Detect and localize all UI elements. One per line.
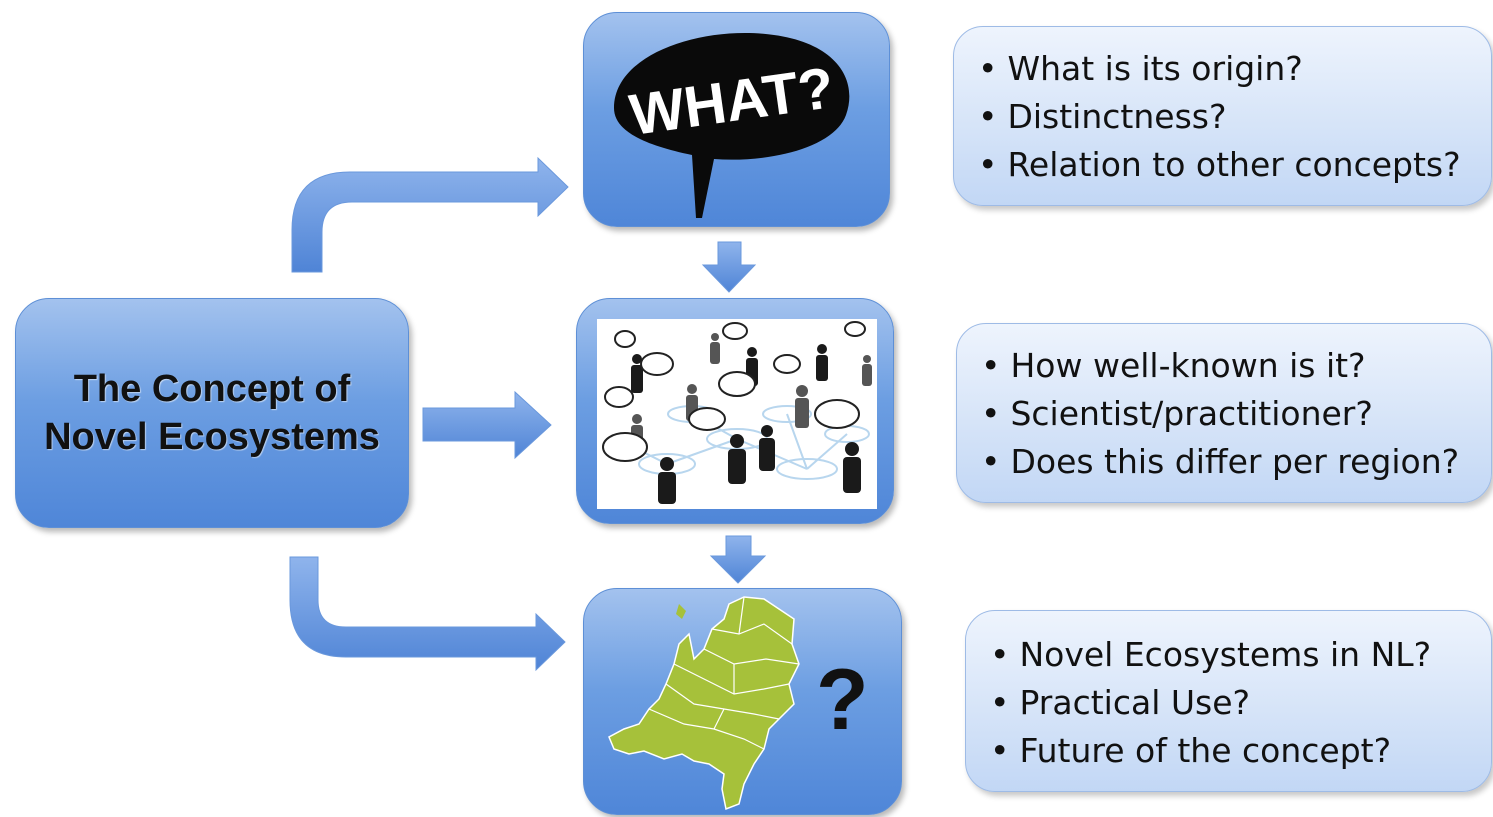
- who-question-3: Does this differ per region?: [981, 438, 1491, 486]
- where-question-1: Novel Ecosystems in NL?: [990, 631, 1491, 679]
- arrow-to-who: [422, 390, 552, 460]
- what-question-2: Distinctness?: [978, 93, 1491, 141]
- where-question-2: Practical Use?: [990, 679, 1491, 727]
- who-panel: [576, 298, 894, 524]
- concept-title: The Concept of Novel Ecosystems: [44, 365, 380, 461]
- what-question-1: What is its origin?: [978, 45, 1491, 93]
- who-question-2: Scientist/practitioner?: [981, 390, 1491, 438]
- arrow-down-2: [709, 535, 767, 584]
- who-question-1: How well-known is it?: [981, 342, 1491, 390]
- arrow-to-where: [289, 556, 566, 672]
- people-network-image: [597, 319, 877, 509]
- who-questions-box: How well-known is it? Scientist/practiti…: [956, 323, 1492, 503]
- what-panel: WHAT?: [583, 12, 890, 227]
- netherlands-map-icon: [608, 596, 800, 811]
- arrow-down-1: [701, 241, 757, 293]
- what-questions-box: What is its origin? Distinctness? Relati…: [953, 26, 1492, 206]
- arrow-to-what: [291, 156, 569, 273]
- what-question-3: Relation to other concepts?: [978, 141, 1491, 189]
- people-network-icon: [602, 321, 872, 504]
- concept-title-line1: The Concept of: [73, 368, 351, 410]
- where-panel: ?: [583, 588, 902, 815]
- concept-title-line2: Novel Ecosystems: [44, 416, 380, 458]
- speech-bubble-icon: WHAT?: [614, 33, 850, 218]
- where-questions-box: Novel Ecosystems in NL? Practical Use? F…: [965, 610, 1492, 792]
- concept-box: The Concept of Novel Ecosystems: [15, 298, 409, 528]
- where-question-3: Future of the concept?: [990, 727, 1491, 775]
- map-question-mark: ?: [816, 652, 869, 748]
